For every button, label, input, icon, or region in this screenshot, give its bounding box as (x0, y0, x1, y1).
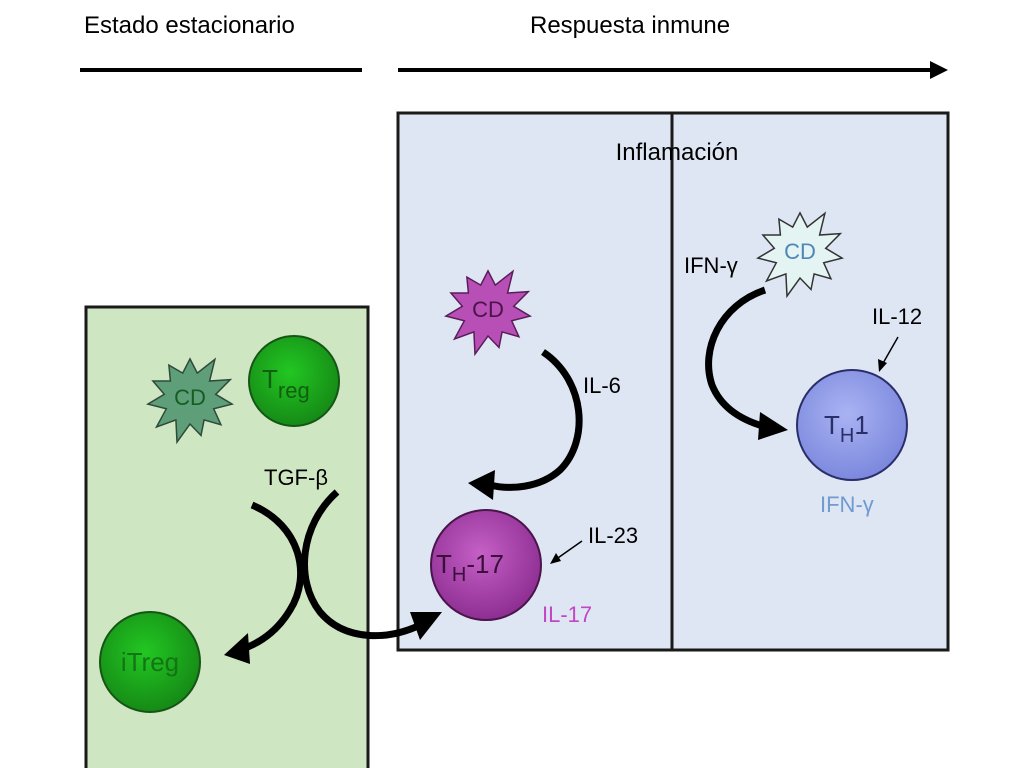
il23-arrow (554, 540, 583, 561)
arrow-il6 (489, 349, 583, 491)
arrow-to-itreg (238, 501, 305, 654)
itreg-label: iTreg (121, 647, 179, 677)
cd-label-steady: CD (174, 385, 206, 410)
il17-label: IL-17 (542, 602, 592, 627)
dendritic-cell-star-steady (145, 357, 235, 445)
arrow-to-th17 (301, 489, 422, 640)
tgf-beta-label: TGF-β (264, 465, 328, 490)
arrowhead-icon (410, 612, 442, 640)
arrowhead-icon (758, 412, 788, 440)
arrowhead-icon (878, 359, 887, 372)
cd-label-th1: CD (784, 239, 816, 264)
itreg-cell (99, 611, 201, 713)
inflammation-label: Inflamación (616, 139, 739, 166)
arrowhead-icon (224, 633, 250, 664)
th17-cell (430, 509, 542, 621)
timeline-arrowhead-icon (930, 61, 948, 79)
th17-label: TH-17 (436, 549, 504, 586)
il12-arrow (881, 336, 899, 366)
arrowhead-icon (468, 470, 495, 500)
il23-label: IL-23 (588, 523, 638, 548)
il12-label: IL-12 (872, 304, 922, 329)
treg-label: Treg (262, 364, 310, 403)
header-steady-state: Estado estacionario (84, 12, 295, 39)
dendritic-cell-star-th1 (755, 211, 845, 299)
treg-cell (248, 335, 340, 427)
ifn-gamma-input-label: IFN-γ (684, 253, 738, 278)
header-immune-response: Respuesta inmune (530, 12, 730, 39)
il6-label: IL-6 (583, 373, 621, 398)
th1-label: TH1 (824, 410, 869, 447)
arrow-ifn-gamma (705, 286, 771, 432)
arrowhead-icon (550, 553, 561, 564)
cd-label-th17: CD (472, 297, 504, 322)
dendritic-cell-star-th17 (443, 269, 533, 357)
th1-cell (796, 369, 908, 481)
ifn-gamma-output-label: IFN-γ (820, 492, 874, 517)
